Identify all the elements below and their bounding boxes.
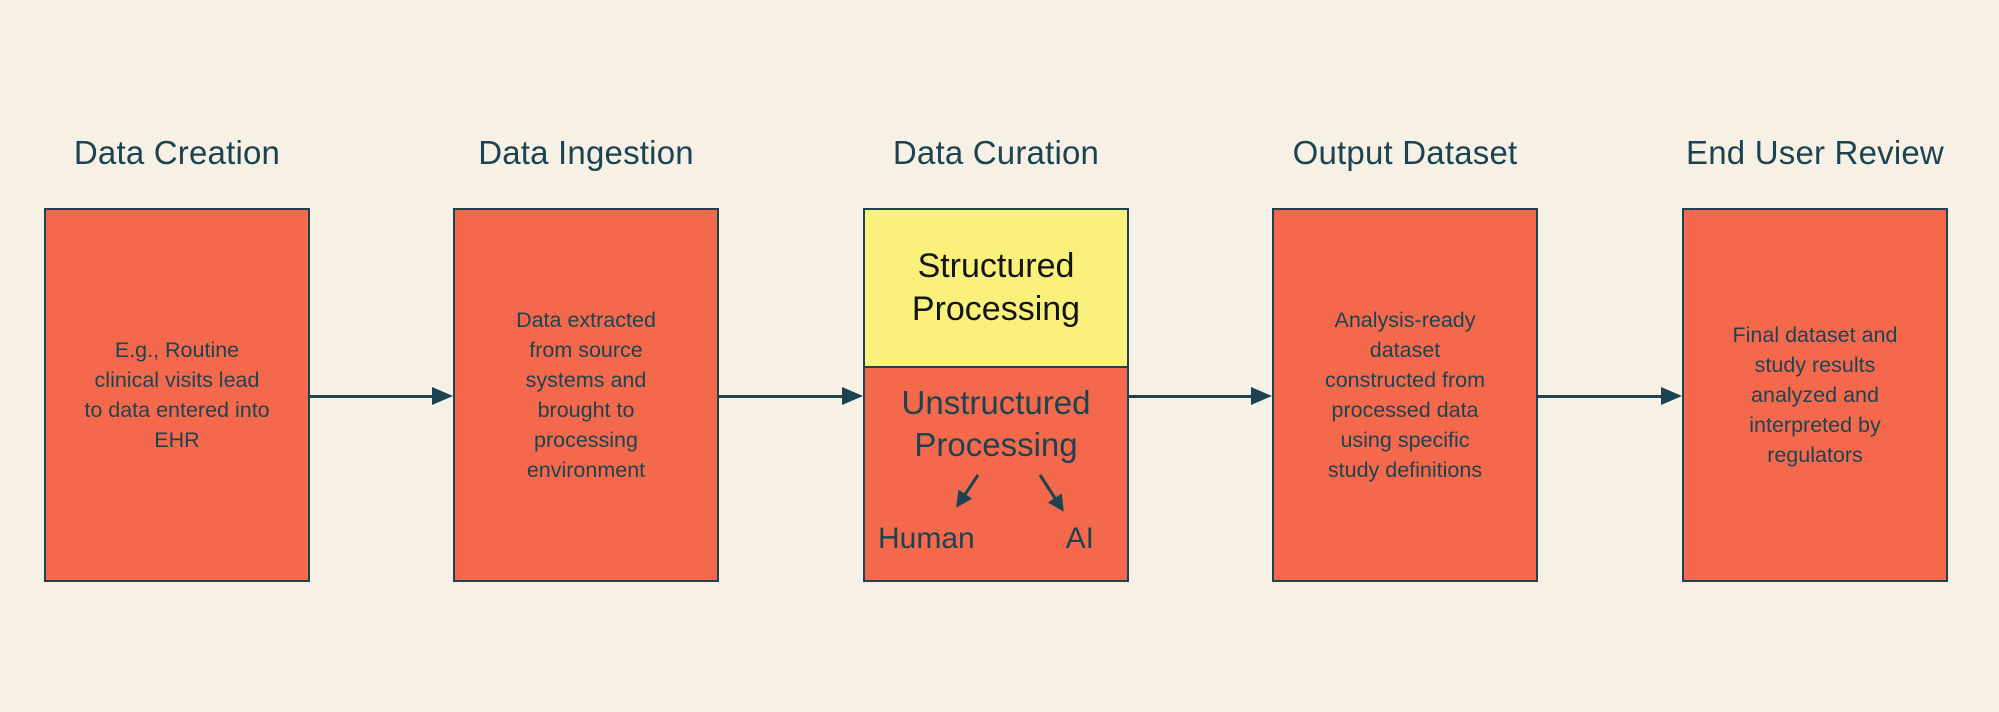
stage-title-data-creation: Data Creation — [73, 134, 281, 171]
stage-title-data-ingestion: Data Ingestion — [478, 134, 694, 171]
arrow-line — [1129, 394, 1251, 398]
arrow-line — [1538, 394, 1661, 398]
flow-arrow — [310, 387, 453, 405]
stage-box-text: E.g., Routine clinical visits lead to da… — [84, 338, 270, 452]
unstructured-processing-label: Unstructured Processing — [901, 384, 1091, 463]
unstructured-processing-section: Unstructured Processing Human AI — [865, 368, 1127, 580]
structured-processing-section: Structured Processing — [865, 210, 1127, 368]
split-arrows-icon — [955, 474, 1064, 512]
arrowhead-icon — [1251, 387, 1272, 405]
flow-arrow — [1538, 387, 1682, 405]
ai-label: AI — [1065, 522, 1094, 555]
stage-box-text: Data extracted from source systems and b… — [516, 308, 656, 482]
arrow-line — [719, 394, 842, 398]
stage-box-end-user-review: Final dataset and study results analyzed… — [1682, 208, 1948, 582]
stage-box-text: Analysis-ready dataset constructed from … — [1324, 308, 1486, 482]
flow-arrow — [1129, 387, 1272, 405]
human-ai-row: Human AI — [865, 522, 1127, 556]
stage-title-end-user-review: End User Review — [1686, 134, 1944, 171]
arrowhead-icon — [432, 387, 453, 405]
arrow-line — [310, 394, 432, 398]
stage-box-text: Final dataset and study results analyzed… — [1732, 323, 1898, 467]
arrowhead-icon — [842, 387, 863, 405]
flow-arrow — [719, 387, 863, 405]
stage-box-data-creation: E.g., Routine clinical visits lead to da… — [44, 208, 310, 582]
stage-title-data-curation: Data Curation — [892, 134, 1100, 171]
human-label: Human — [878, 522, 975, 555]
stage-title-output-dataset: Output Dataset — [1292, 134, 1518, 171]
stage-box-data-curation: Structured Processing Unstructured Proce… — [863, 208, 1129, 582]
arrowhead-icon — [1661, 387, 1682, 405]
stage-box-data-ingestion: Data extracted from source systems and b… — [453, 208, 719, 582]
stage-box-output-dataset: Analysis-ready dataset constructed from … — [1272, 208, 1538, 582]
structured-processing-label: Structured Processing — [911, 247, 1081, 328]
